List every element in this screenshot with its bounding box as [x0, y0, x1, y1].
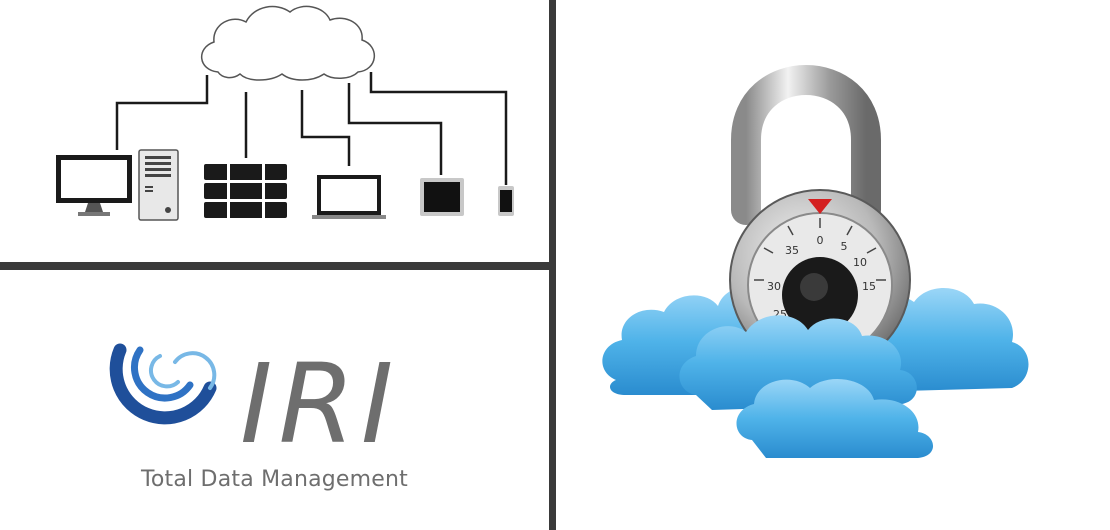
svg-text:5: 5 [841, 240, 848, 253]
logo-panel: IRI Total Data Management [0, 270, 549, 530]
vertical-divider [549, 0, 556, 530]
svg-text:35: 35 [785, 244, 799, 257]
network-diagram-panel [0, 0, 550, 262]
iri-logo: IRI [109, 340, 399, 468]
dial-indicator [808, 199, 832, 214]
tablet-icon [420, 178, 464, 216]
svg-text:0: 0 [817, 234, 824, 247]
connection-lines [115, 72, 508, 185]
front-cloud-icon [679, 315, 934, 458]
svg-text:15: 15 [862, 280, 876, 293]
network-cloud-icon [201, 5, 375, 81]
logo-wordmark: IRI [240, 340, 399, 468]
security-image-panel: 0 5 10 15 35 30 25 [556, 0, 1110, 530]
logo-tagline: Total Data Management [140, 467, 409, 492]
secure-cloud-illustration: 0 5 10 15 35 30 25 [602, 65, 1029, 458]
dial-ticks [754, 218, 886, 281]
phone-icon [498, 186, 514, 216]
svg-text:30: 30 [767, 280, 781, 293]
laptop-icon [312, 175, 386, 219]
cloud-network-diagram [56, 5, 514, 221]
swirl-logo-icon [109, 343, 217, 425]
desktop-monitor-icon [56, 155, 132, 216]
svg-text:10: 10 [853, 256, 867, 269]
server-rack-icon [204, 164, 287, 218]
horizontal-divider [0, 262, 556, 270]
pc-tower-icon [138, 149, 179, 221]
